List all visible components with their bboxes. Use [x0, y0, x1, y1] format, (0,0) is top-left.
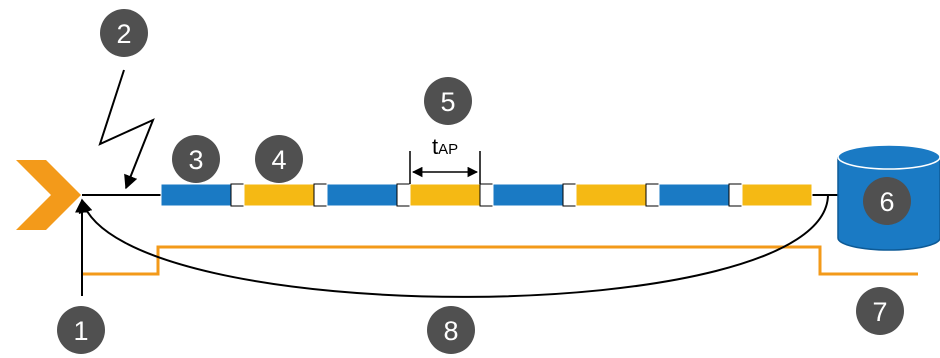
callout-2-circle [100, 9, 148, 57]
callout-4-circle [255, 135, 303, 183]
callout-4: 4 [255, 135, 303, 183]
segment-gap-3 [396, 183, 411, 207]
callout-6: 6 [863, 177, 911, 225]
callout-3: 3 [172, 135, 220, 183]
return-loop-curve [78, 194, 829, 298]
interval-marker [409, 151, 481, 184]
callout-5: 5 [424, 77, 472, 125]
callout-7: 7 [856, 287, 904, 335]
segment-blue-1 [160, 183, 232, 207]
interval-label: tAP [432, 134, 458, 159]
callout-1-circle [57, 306, 105, 354]
segment-gap-6 [645, 183, 660, 207]
segment-gap-1 [230, 183, 245, 207]
callout-4-number: 4 [271, 145, 286, 175]
segment-gap-4 [479, 183, 494, 207]
segment-blue-4 [658, 183, 730, 207]
database-top [837, 144, 940, 170]
segment-gold-2 [409, 183, 481, 207]
segment-gap-2 [313, 183, 328, 207]
segment-gold-1 [243, 183, 315, 207]
interval-label-subscript: AP [438, 141, 458, 158]
segment-blue-3 [492, 183, 564, 207]
callout-2: 2 [100, 9, 148, 57]
segment-blue-2 [326, 183, 398, 207]
callout-1-number: 1 [73, 316, 88, 346]
callout-8: 8 [427, 306, 475, 354]
callout-8-number: 8 [443, 316, 458, 346]
lightning-bolt-icon [98, 69, 155, 190]
chevron-source-icon [16, 160, 81, 230]
callout-8-circle [427, 306, 475, 354]
callout-3-circle [172, 135, 220, 183]
callout-7-number: 7 [872, 297, 887, 327]
callout-3-number: 3 [188, 145, 203, 175]
callout-2-number: 2 [116, 19, 131, 49]
callout-5-number: 5 [440, 87, 455, 117]
segment-gap-7 [728, 183, 743, 207]
callout-6-circle [863, 177, 911, 225]
interval-label-main: t [432, 134, 438, 159]
callout-1: 1 [57, 306, 105, 354]
segment-gap-5 [562, 183, 577, 207]
callout-6-number: 6 [879, 187, 894, 217]
segment-gold-3 [575, 183, 647, 207]
segment-gold-4 [741, 183, 813, 207]
signal-line [82, 245, 918, 276]
segment-track [160, 183, 813, 207]
callout-5-circle [424, 77, 472, 125]
callout-7-circle [856, 287, 904, 335]
